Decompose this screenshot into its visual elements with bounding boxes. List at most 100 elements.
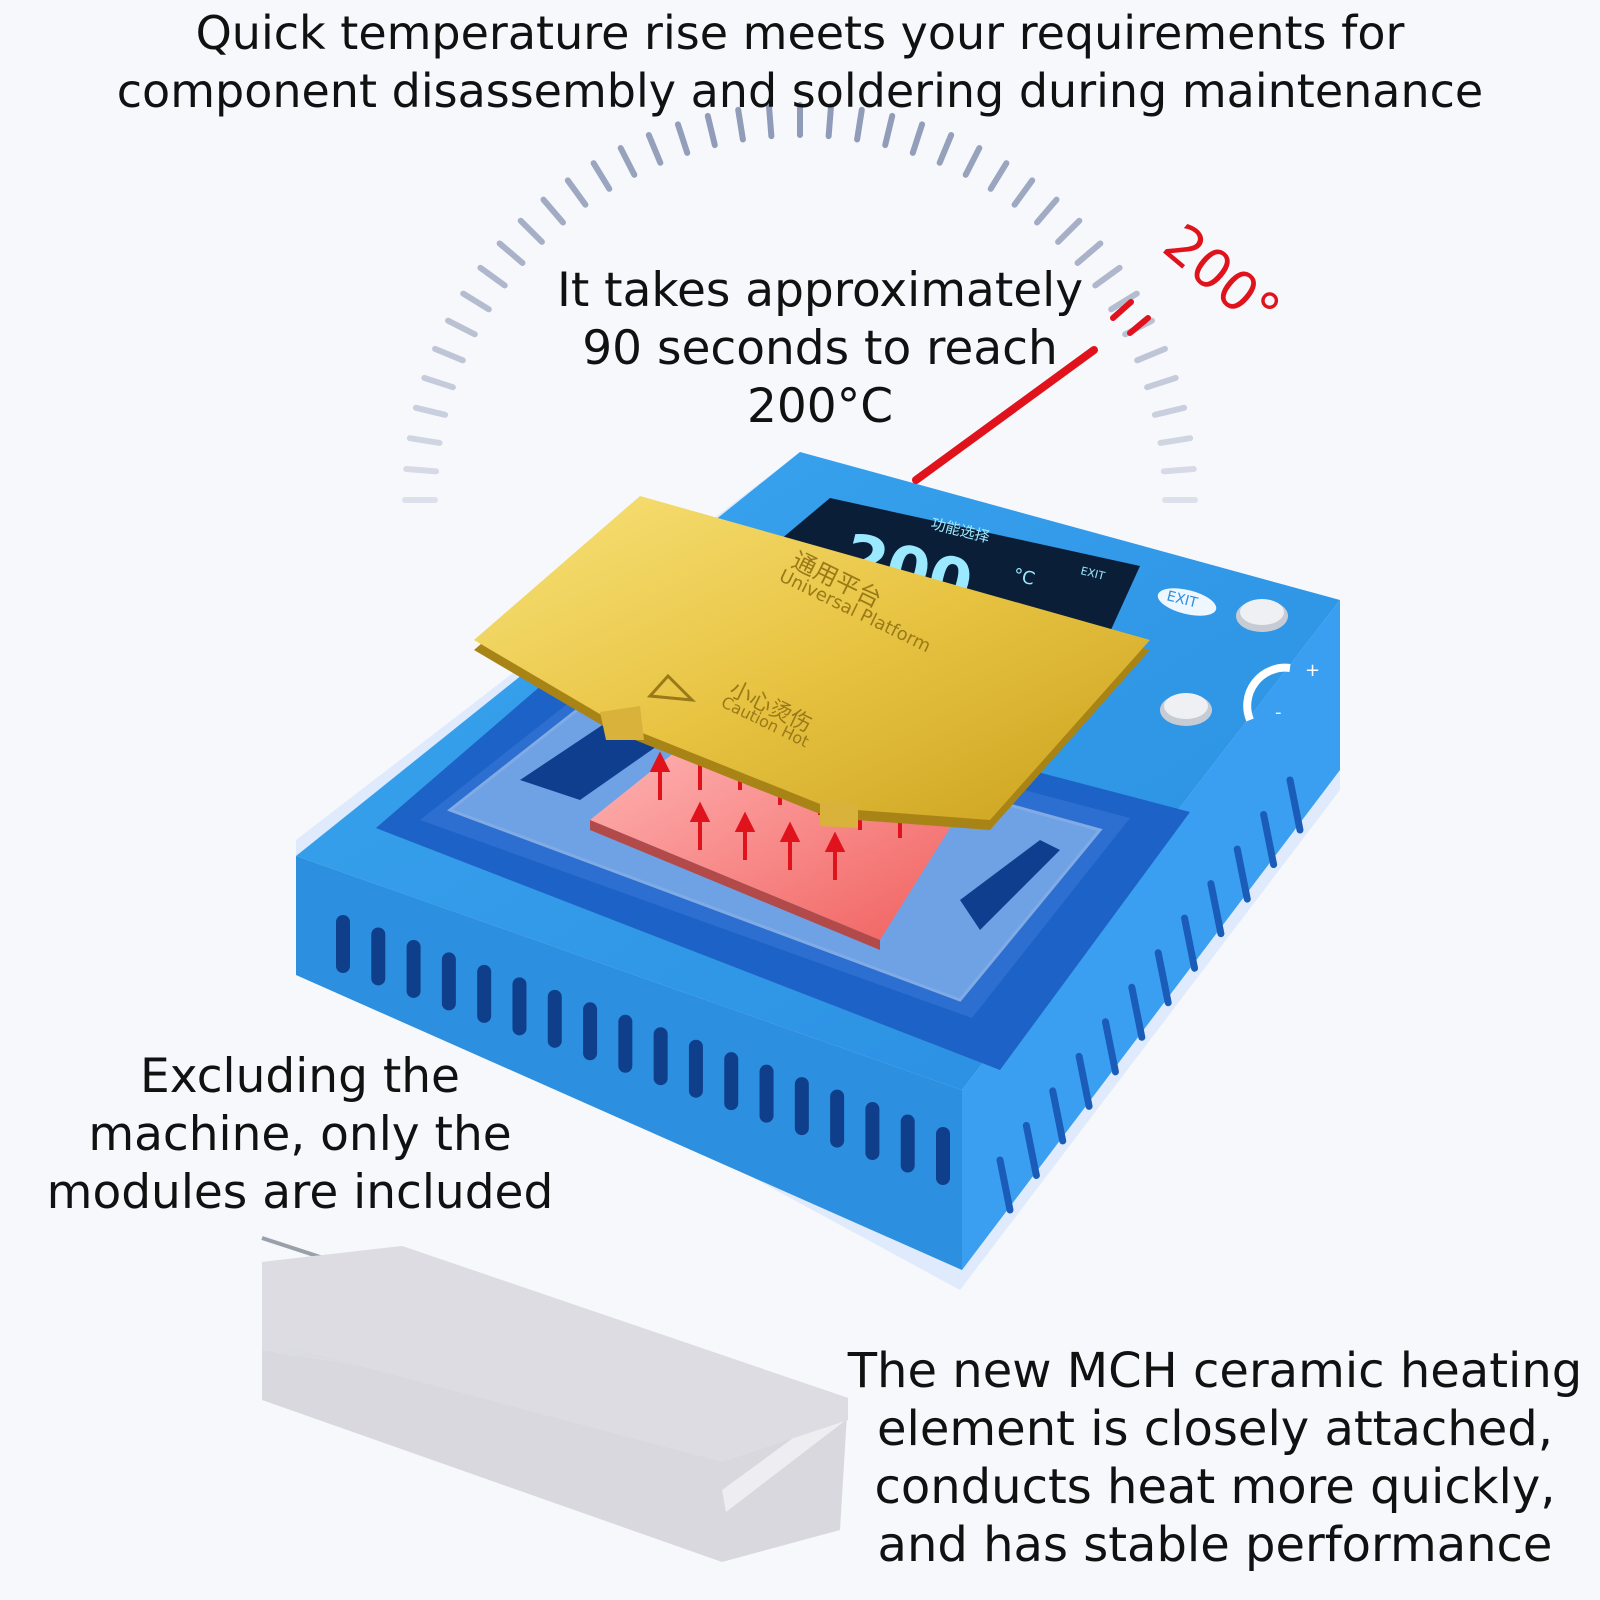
gauge-tick: [1034, 196, 1060, 226]
gauge-tick: [564, 177, 589, 208]
side-vent-slot: [1207, 880, 1225, 938]
gauge-tick: [517, 217, 545, 245]
vent-slot: [794, 1077, 809, 1136]
vent-slot: [336, 915, 350, 973]
modules-line-1: Excluding the: [140, 1049, 460, 1104]
top-knob-button[interactable]: [1236, 599, 1288, 632]
gauge-tick: [1157, 435, 1194, 446]
gauge-tick: [460, 290, 492, 313]
heat-arrow: [689, 801, 711, 850]
gauge-hot-ticks: [1110, 299, 1151, 336]
vent-slot: [371, 927, 386, 986]
gauge-tick: [403, 466, 440, 475]
ceramic-heating-module: [261, 1236, 848, 1562]
heat-arrow: [734, 811, 756, 860]
vent-slot: [759, 1064, 774, 1123]
gauge-tick: [412, 404, 449, 418]
vent-slot: [547, 989, 562, 1048]
vent-slot: [688, 1039, 703, 1098]
front-vent-slots: [336, 915, 950, 1185]
gauge-tick: [1160, 466, 1197, 475]
vent-slot: [653, 1027, 668, 1086]
gauge-tick: [496, 240, 526, 266]
temperature-gauge-ticks: [402, 102, 1198, 503]
side-vent-slots: [996, 776, 1304, 1214]
gauge-needle: [912, 346, 1098, 484]
gauge-tick: [766, 103, 775, 140]
side-vent-slot: [1049, 1087, 1067, 1145]
gauge-tick: [882, 112, 896, 149]
gauge-tick: [477, 264, 508, 289]
gauge-tick: [1011, 177, 1036, 208]
dial-minus-label: -: [1275, 702, 1282, 723]
gauge-tick: [1108, 290, 1140, 313]
gauge-tick: [909, 121, 926, 156]
headline-line-1: Quick temperature rise meets your requir…: [195, 6, 1405, 60]
gauge-tick: [1134, 345, 1168, 364]
side-vent-slot: [1181, 914, 1199, 972]
gauge-tick: [854, 106, 865, 143]
gauge-tick: [1055, 217, 1083, 245]
exit-button[interactable]: EXIT: [1155, 583, 1219, 621]
screen-unit: °C: [1011, 564, 1037, 590]
gauge-tick: [1144, 374, 1179, 391]
vent-slot: [583, 1002, 598, 1061]
mch-line-4: and has stable performance: [877, 1517, 1553, 1573]
bottom-knob-button[interactable]: [1160, 693, 1212, 726]
gauge-tick: [1151, 404, 1188, 418]
heating-time-line-2: 90 seconds to reach: [582, 321, 1058, 376]
gauge-tick: [432, 345, 466, 364]
gauge-tick: [735, 106, 746, 143]
side-vent-slot: [1286, 776, 1304, 834]
warning-icon: [646, 673, 697, 702]
gauge-tick: [987, 160, 1010, 192]
modules-line-2: machine, only the: [88, 1107, 512, 1162]
gauge-tick: [645, 132, 664, 166]
headline: Quick temperature rise meets your requir…: [0, 4, 1600, 120]
side-vent-slot: [1101, 1018, 1119, 1076]
gauge-tick: [617, 145, 638, 178]
gauge-tick: [704, 112, 718, 149]
adjust-dial[interactable]: [1243, 663, 1291, 722]
modules-only-callout: Excluding the machine, only the modules …: [20, 1048, 580, 1222]
gauge-tick: [936, 132, 955, 166]
gauge-tick: [445, 317, 478, 338]
side-vent-slot: [1022, 1121, 1040, 1179]
mch-line-3: conducts heat more quickly,: [874, 1459, 1556, 1515]
heat-arrow: [824, 831, 846, 880]
gauge-tick: [825, 103, 834, 140]
mch-line-1: The new MCH ceramic heating: [847, 1343, 1583, 1399]
mch-line-2: element is closely attached,: [877, 1401, 1553, 1457]
vent-slot: [477, 964, 492, 1023]
gauge-tick: [590, 160, 613, 192]
screen-exit-label: EXIT: [1079, 564, 1106, 583]
vent-slot: [724, 1052, 739, 1111]
vent-slot: [618, 1014, 633, 1073]
universal-platform-plate: 通用平台 Universal Platform 小心烫伤 Caution Hot: [474, 496, 1150, 830]
side-vent-slot: [1154, 949, 1172, 1007]
side-vent-slot: [1128, 983, 1146, 1041]
gauge-tick: [1074, 240, 1104, 266]
vent-slot: [936, 1127, 950, 1185]
gauge-temperature-label: 200°: [1152, 212, 1292, 344]
heat-arrow: [649, 751, 671, 800]
exit-button-label: EXIT: [1165, 588, 1199, 611]
side-vent-slot: [1233, 845, 1251, 903]
gauge-tick: [1092, 264, 1123, 289]
headline-line-2: component disassembly and soldering duri…: [116, 64, 1484, 118]
gauge-tick: [406, 435, 443, 446]
vent-slot: [441, 952, 456, 1011]
heating-time-line-1: It takes approximately: [556, 263, 1084, 318]
vent-slot: [512, 977, 527, 1036]
gauge-tick: [540, 196, 566, 226]
dial-plus-label: +: [1305, 660, 1320, 681]
side-vent-slot: [996, 1156, 1014, 1214]
vent-slot: [830, 1089, 845, 1148]
mch-element-callout: The new MCH ceramic heating element is c…: [845, 1342, 1585, 1574]
vent-slot: [406, 939, 421, 998]
gauge-tick: [421, 374, 456, 391]
vent-slot: [900, 1114, 915, 1173]
vent-slot: [865, 1102, 880, 1161]
gauge-tick: [962, 145, 983, 178]
